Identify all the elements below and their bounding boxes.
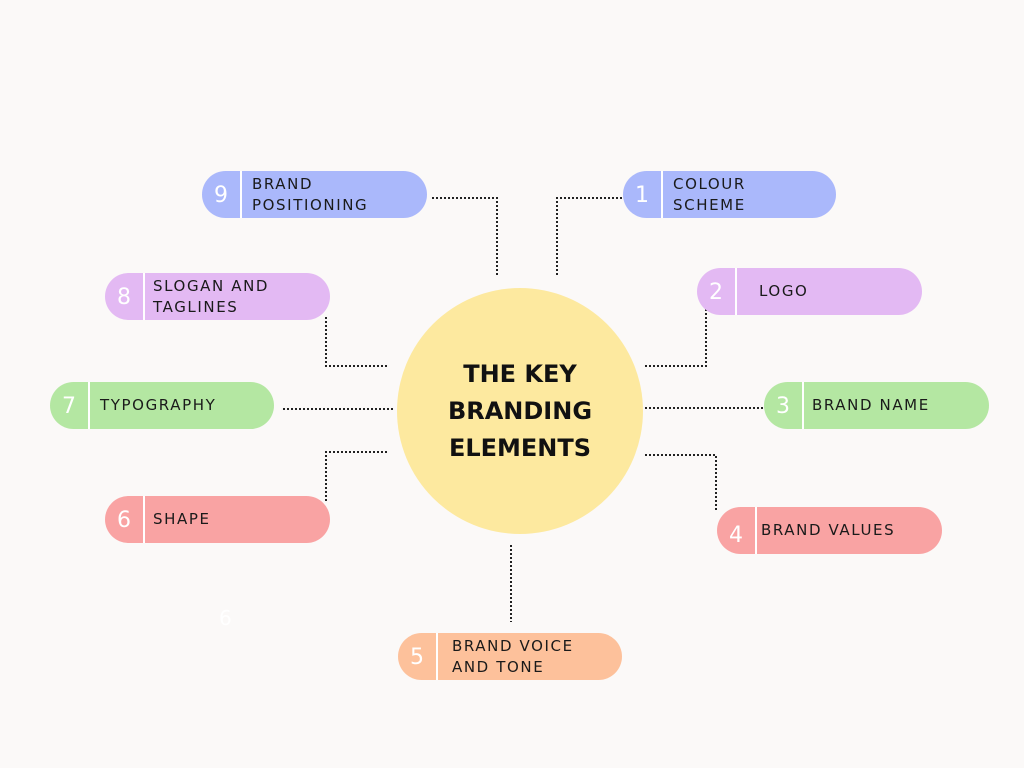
element-number: 4 xyxy=(729,523,743,548)
divider xyxy=(735,268,737,315)
element-label: BRAND VALUES xyxy=(761,521,896,539)
divider xyxy=(755,507,757,554)
element-number: 9 xyxy=(214,183,228,208)
element-label: COLOUR SCHEME xyxy=(673,174,746,214)
element-number: 6 xyxy=(117,508,131,533)
element-brand-name: 3 BRAND NAME xyxy=(764,382,989,429)
divider xyxy=(143,273,145,320)
element-label: SHAPE xyxy=(153,510,211,528)
divider xyxy=(240,171,242,218)
element-typography: 7 TYPOGRAPHY xyxy=(50,382,274,429)
stray-number: 6 xyxy=(219,606,232,630)
element-number: 3 xyxy=(776,394,790,419)
element-number: 8 xyxy=(117,285,131,310)
element-brand-values: 4 BRAND VALUES xyxy=(717,507,942,554)
element-logo: 2 LOGO xyxy=(697,268,922,315)
element-brand-voice-and-tone: 5 BRAND VOICE AND TONE xyxy=(398,633,622,680)
connector-2 xyxy=(645,300,707,367)
divider xyxy=(802,382,804,429)
connector-9 xyxy=(432,197,498,275)
element-colour-scheme: 1 COLOUR SCHEME xyxy=(623,171,836,218)
divider xyxy=(143,496,145,543)
central-topic-title: THE KEY BRANDING ELEMENTS xyxy=(447,359,593,462)
central-topic: THE KEY BRANDING ELEMENTS xyxy=(397,288,643,534)
element-shape: 6 SHAPE xyxy=(105,496,330,543)
element-number: 5 xyxy=(410,645,424,670)
element-brand-positioning: 9 BRAND POSITIONING xyxy=(202,171,427,218)
element-number: 1 xyxy=(635,183,649,208)
divider xyxy=(661,171,663,218)
element-label: SLOGAN AND TAGLINES xyxy=(153,276,270,316)
element-label: TYPOGRAPHY xyxy=(100,396,217,414)
connector-6 xyxy=(325,451,387,503)
element-label: BRAND NAME xyxy=(812,396,930,414)
element-number: 7 xyxy=(62,394,76,419)
element-number: 2 xyxy=(709,280,723,305)
divider xyxy=(88,382,90,429)
divider xyxy=(436,633,438,680)
element-label: BRAND VOICE AND TONE xyxy=(452,636,574,676)
connector-8 xyxy=(325,317,387,367)
element-label: LOGO xyxy=(759,282,809,300)
element-slogan-and-taglines: 8 SLOGAN AND TAGLINES xyxy=(105,273,330,320)
element-label: BRAND POSITIONING xyxy=(252,174,369,214)
connector-4 xyxy=(645,454,717,510)
connector-1 xyxy=(556,197,622,275)
